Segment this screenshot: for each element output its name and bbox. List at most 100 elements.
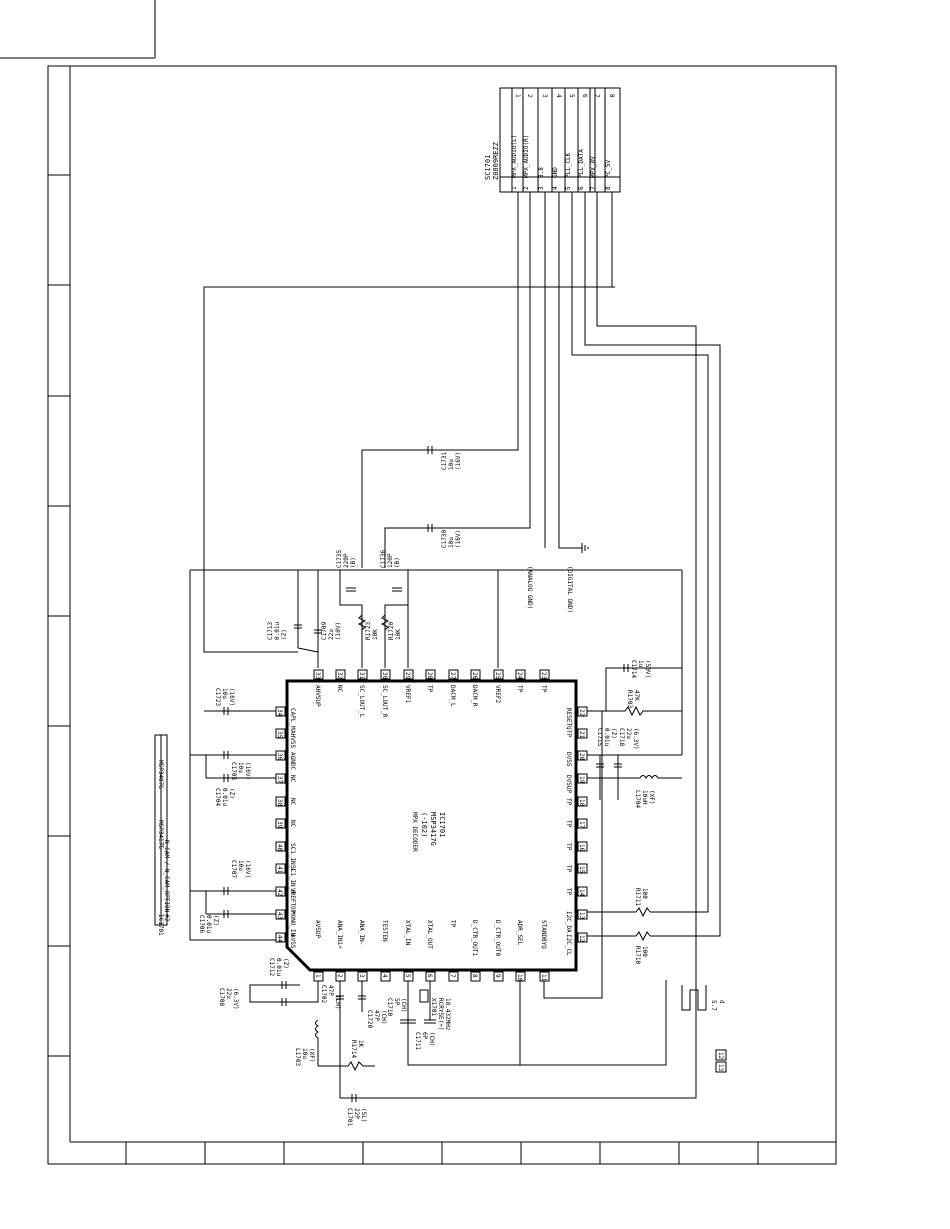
- ic-pin-box: [577, 932, 588, 943]
- svg-text:(B): (B): [394, 557, 401, 568]
- svg-text:(6.3V): (6.3V): [232, 988, 239, 1010]
- ic-pin-label: NC: [289, 775, 296, 783]
- connector-pin-index: 7: [593, 94, 600, 98]
- connector-pin-label: PC_5V: [605, 160, 612, 178]
- svg-text:6P: 6P: [421, 1032, 428, 1040]
- svg-text:47P: 47P: [327, 985, 334, 996]
- svg-text:C1711: C1711: [414, 1032, 421, 1050]
- ic-pin-label: RESETQ: [565, 708, 572, 730]
- capacitor-c1731: C1731 10u (16V): [427, 446, 462, 470]
- ic-pin-number: 4: [381, 974, 388, 978]
- ic-part: MSP3417G: [429, 812, 437, 846]
- ic-pin-number: 1: [314, 974, 321, 978]
- ic-pin-label: VREF1: [404, 685, 411, 703]
- svg-text:10u: 10u: [301, 1048, 308, 1059]
- ic-pin-box: [425, 971, 436, 982]
- ic-description: MPX DECODER: [411, 812, 418, 852]
- ic-pin-box: [275, 750, 286, 761]
- ic-pin-label: AGNDC: [289, 752, 296, 770]
- ic-pin-number: 33: [314, 672, 321, 680]
- ic-pin-box: [577, 863, 588, 874]
- svg-text:(6.3V): (6.3V): [632, 728, 639, 750]
- ic-pin-box: [577, 841, 588, 852]
- ic-pin-number: 11: [540, 974, 547, 982]
- svg-text:N_CAM / N_CAM_OPTION: N_CAM / N_CAM_OPTION: [163, 840, 170, 913]
- capacitor-c1730: C1730 10u (16V): [427, 524, 462, 548]
- ic-pin-label: TP: [565, 730, 572, 738]
- svg-text:10u: 10u: [448, 459, 455, 470]
- ic-pin-number: 13: [578, 912, 585, 920]
- ic-pin-box: [425, 669, 436, 680]
- svg-text:R1714: R1714: [350, 1040, 357, 1058]
- svg-text:RCRYSE(+): RCRYSE(+): [437, 998, 444, 1031]
- ic-pin-label: TP: [565, 865, 572, 873]
- ic-pin-label: AVSS: [289, 934, 296, 949]
- ic-pin-box: [448, 669, 459, 680]
- svg-text:(16V): (16V): [455, 530, 462, 548]
- ic-pin-label: SC1_IN_L: [289, 843, 296, 872]
- svg-text:0.01u: 0.01u: [274, 622, 281, 640]
- ic-pin-number: 38: [276, 799, 283, 807]
- svg-text:(50V): (50V): [644, 660, 651, 678]
- ic-pin-number: 17: [578, 821, 585, 829]
- ic-pin-label: SC1_IN_R: [289, 865, 296, 894]
- waveform-note: 5.7 d 12 13: [681, 985, 727, 1073]
- svg-text:47K: 47K: [633, 690, 640, 701]
- ic-pin-box: [357, 971, 368, 982]
- ic-pin-box: [275, 863, 286, 874]
- svg-text:(B): (B): [350, 557, 357, 568]
- ic-ref: IC1701: [438, 812, 446, 837]
- connector-pin-label: MPX_8V: [590, 156, 597, 178]
- svg-text:10K: 10K: [372, 629, 379, 640]
- ic-pin-number: 22: [578, 709, 585, 717]
- svg-text:C1718: C1718: [618, 728, 625, 746]
- ic-pin-number: 39: [276, 821, 283, 829]
- connector-pin-index: 8: [608, 94, 615, 98]
- connector-pin-label: MPX_AUDIO(R): [523, 135, 530, 178]
- svg-text:22P: 22P: [353, 1108, 360, 1119]
- ic-pin-box: [275, 909, 286, 920]
- ic-pin-box: [380, 971, 391, 982]
- svg-text:C1731: C1731: [441, 452, 448, 470]
- connector-pin-index: 2: [526, 94, 533, 98]
- connector-pin-number: 3: [538, 186, 545, 190]
- connector-pin-label: PLL_DATA: [578, 149, 585, 178]
- connector-pin-number: 6: [578, 186, 585, 190]
- ic-pin-label: TP: [565, 798, 572, 806]
- svg-text:R1711: R1711: [634, 888, 641, 906]
- connector-pin-number: 7: [590, 186, 597, 190]
- ic-pin-number: 35: [276, 731, 283, 739]
- svg-text:IC1701: IC1701: [157, 914, 164, 936]
- connector-pin-index: 3: [541, 94, 548, 98]
- ic-pin-label: XTAL_IN: [404, 920, 411, 946]
- connector-pin-label: GND: [552, 167, 559, 178]
- svg-text:(Z): (Z): [610, 728, 617, 739]
- ic-pin-label: TP: [426, 685, 433, 693]
- ic-pin-number: 12: [578, 935, 585, 943]
- svg-text:(SL): (SL): [360, 1108, 367, 1122]
- svg-text:C1706: C1706: [198, 915, 205, 933]
- ic-pin-label: TP: [516, 685, 523, 693]
- ic-pin-box: [577, 796, 588, 807]
- connector-pin-index: 5: [568, 94, 575, 98]
- ic-pin-number: 25: [494, 672, 501, 680]
- ic-pin-box: [493, 669, 504, 680]
- connector-pin-number: 5: [565, 186, 572, 190]
- ic-pin-number: 37: [276, 776, 283, 784]
- ic-pin-number: 34: [276, 709, 283, 717]
- svg-text:(CH): (CH): [334, 995, 341, 1009]
- svg-text:(CH): (CH): [380, 1010, 387, 1024]
- svg-text:10u: 10u: [221, 688, 228, 699]
- svg-text:X1701: X1701: [430, 998, 437, 1016]
- ic-pin-box: [577, 728, 588, 739]
- ic-pin-number: 40: [276, 844, 283, 852]
- svg-text:d: d: [718, 1000, 725, 1004]
- ic-pin-number: 44: [276, 935, 283, 943]
- connector-pin-number: 4: [552, 186, 559, 190]
- ic-pin-number: 28: [426, 672, 433, 680]
- ic-pin-box: [577, 818, 588, 829]
- connector-pin-number: 1: [511, 186, 518, 190]
- svg-text:L1704: L1704: [634, 790, 641, 808]
- ic-pin-box: [515, 669, 526, 680]
- svg-text:R1703: R1703: [626, 690, 633, 708]
